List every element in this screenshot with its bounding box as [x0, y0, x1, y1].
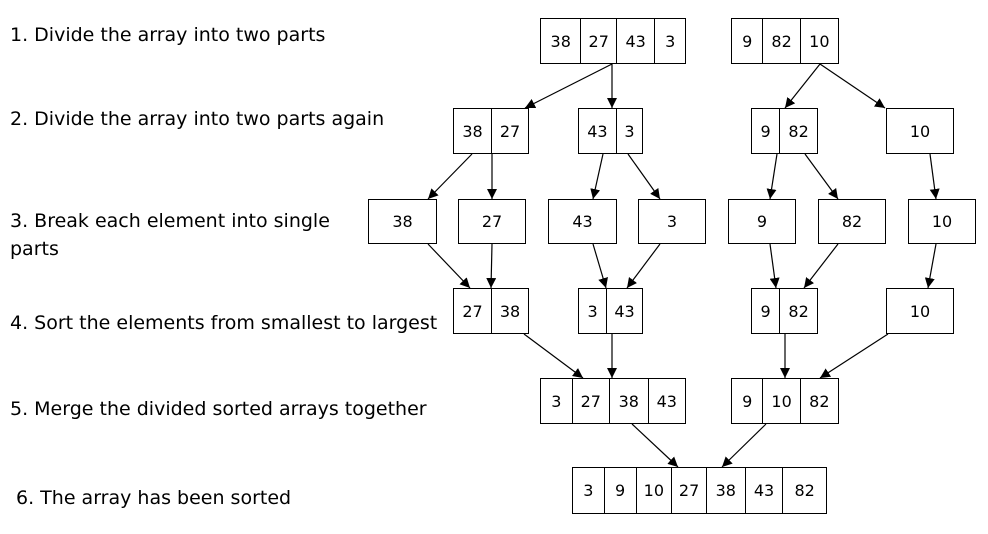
array-box: 82 [818, 199, 886, 244]
step-6-label: 6. The array has been sorted [16, 487, 292, 509]
array-cell: 38 [462, 121, 483, 141]
array-cell: 27 [671, 468, 706, 513]
array-box: 10 [908, 199, 976, 244]
array-cell: 3 [654, 19, 685, 63]
array-cell: 10 [909, 121, 931, 141]
array-cell: 3 [666, 212, 678, 231]
array-box: 27 [458, 199, 526, 244]
array-cell: 43 [606, 289, 642, 333]
array-box: 43 3 [578, 108, 643, 154]
array-cell: 43 [615, 19, 654, 63]
arrow [627, 153, 661, 200]
arrow [721, 423, 767, 468]
arrow [523, 333, 584, 379]
arrow [769, 243, 780, 289]
arrow [486, 243, 497, 289]
array-cell: 43 [744, 468, 783, 513]
array-cell: 27 [490, 109, 528, 153]
array-cell: 43 [572, 212, 593, 231]
array-cell: 38 [705, 468, 745, 513]
array-cell: 9 [760, 121, 771, 141]
arrow [427, 153, 473, 200]
arrow [803, 243, 839, 289]
array-cell: 82 [841, 212, 863, 231]
array-box: 10 [886, 108, 954, 154]
arrow [784, 63, 821, 109]
array-cell: 10 [762, 379, 799, 423]
array-box: 3 43 [578, 288, 643, 334]
array-box: 9 82 [751, 108, 818, 154]
array-box: 9 82 [751, 288, 818, 334]
array-cell: 9 [756, 212, 768, 231]
array-cell: 38 [550, 31, 571, 51]
array-cell: 9 [603, 468, 636, 513]
array-box: 38 27 [453, 108, 529, 154]
array-cell: 43 [647, 379, 685, 423]
array-box: 3 [638, 199, 706, 244]
array-cell: 3 [615, 109, 642, 153]
array-cell: 43 [587, 121, 608, 141]
array-cell: 3 [583, 481, 594, 500]
array-cell: 10 [635, 468, 672, 513]
array-box: 43 [548, 199, 617, 244]
array-cell: 82 [799, 379, 838, 423]
array-cell: 9 [760, 301, 771, 321]
array-cell: 38 [490, 289, 528, 333]
step-2-label: 2. Divide the array into two parts again [10, 108, 385, 130]
array-box: 38 [368, 199, 437, 244]
array-box: 10 [886, 288, 954, 334]
array-cell: 27 [571, 379, 609, 423]
array-cell: 9 [742, 31, 753, 51]
step-1-label: 1. Divide the array into two parts [10, 24, 326, 46]
array-cell: 38 [392, 212, 413, 231]
arrow [626, 243, 661, 289]
array-cell: 27 [580, 19, 616, 63]
arrow [592, 243, 608, 289]
arrow [819, 63, 886, 109]
array-box: 9 [728, 199, 796, 244]
arrow [924, 243, 937, 289]
array-cell: 82 [779, 109, 817, 153]
array-cell: 82 [782, 468, 826, 513]
step-3-label: 3. Break each element into single parts [10, 210, 330, 260]
step-4-label: 4. Sort the elements from smallest to la… [10, 312, 438, 334]
arrow [524, 63, 613, 109]
arrow [766, 153, 778, 200]
array-cell: 9 [742, 391, 753, 411]
array-cell: 10 [799, 19, 838, 63]
array-cell: 82 [762, 19, 799, 63]
arrow [804, 153, 839, 200]
array-cell: 10 [931, 212, 953, 231]
array-cell: 82 [779, 289, 817, 333]
array-cell: 38 [609, 379, 647, 423]
arrow [427, 243, 471, 289]
array-cell: 27 [481, 212, 503, 231]
array-cell: 27 [462, 301, 483, 321]
array-cell: 10 [909, 301, 931, 321]
arrow [590, 153, 604, 200]
arrow [819, 333, 889, 379]
array-cell: 3 [551, 391, 562, 411]
arrow [929, 153, 940, 200]
step-5-label: 5. Merge the divided sorted arrays toget… [10, 398, 427, 420]
arrow [631, 423, 679, 468]
array-box: 27 38 [453, 288, 529, 334]
array-cell: 3 [587, 301, 598, 321]
